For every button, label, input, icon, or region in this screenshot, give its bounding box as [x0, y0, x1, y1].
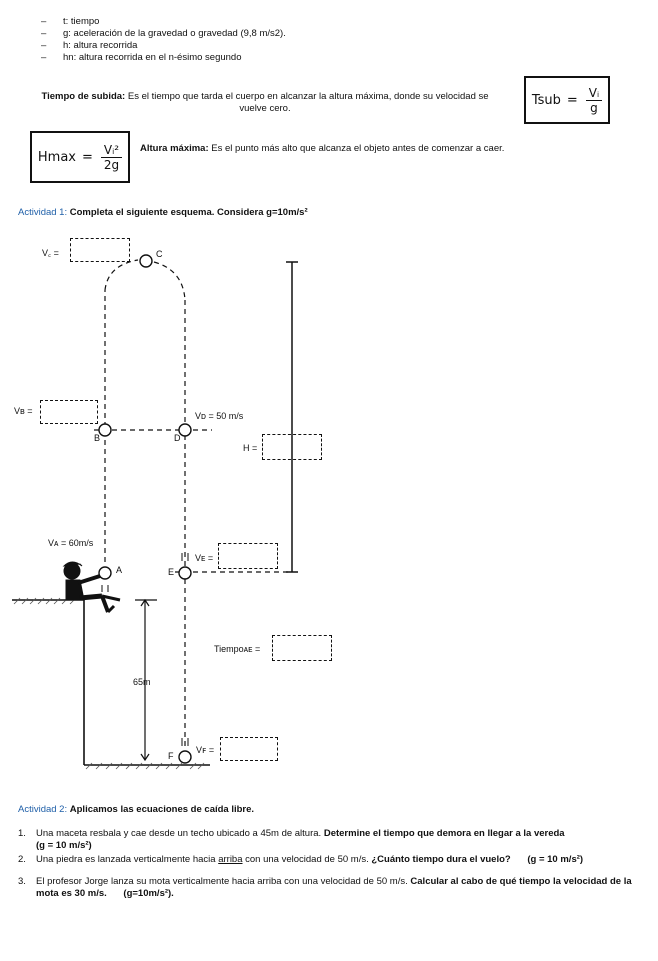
vd-label: Vᴅ = 50 m/s	[195, 411, 244, 421]
hmax-denominator: 2g	[103, 157, 120, 172]
vc-answer-box[interactable]	[70, 238, 130, 262]
descent-arc	[153, 261, 186, 301]
point-e-label: E	[168, 567, 175, 577]
h-label: H =	[243, 443, 258, 453]
altura-maxima-paragraph: Altura máxima: Es el punto más alto que …	[140, 143, 640, 155]
hmax-equals: =	[82, 149, 93, 165]
height-65m-label: 65m	[133, 677, 151, 687]
tsub-lhs: Tsub	[531, 92, 561, 108]
tsub-numerator: Vᵢ	[585, 86, 603, 101]
vf-answer-box[interactable]	[220, 737, 278, 761]
vc-label: V꜀ =	[42, 248, 59, 258]
definition-item: g: aceleración de la gravedad o gravedad…	[41, 28, 441, 40]
hmax-lhs: Hmax	[37, 149, 77, 165]
actividad1-heading: Actividad 1: Completa el siguiente esque…	[18, 207, 308, 219]
actividad2-item-2: 2. Una piedra es lanzada verticalmente h…	[18, 854, 584, 865]
point-b-circle	[98, 423, 112, 437]
tiempo-ae-answer-box[interactable]	[272, 635, 332, 661]
actividad2-list: 1. Una maceta resbala y cae desde un tec…	[18, 828, 638, 906]
tiempo-ae-label: Tiempoᴀᴇ =	[214, 644, 261, 654]
point-d-circle	[178, 423, 192, 437]
tiempo-subida-term: Tiempo de subida:	[41, 91, 126, 102]
altura-maxima-text: Es el punto más alto que alcanza el obje…	[211, 143, 505, 154]
point-f-label: F	[168, 751, 174, 761]
definition-item: h: altura recorrida	[41, 40, 441, 52]
point-f-circle	[178, 750, 192, 764]
tsub-denominator: g	[590, 100, 598, 115]
actividad2-item-1: 1. Una maceta resbala y cae desde un tec…	[18, 828, 565, 851]
actividad1-label: Actividad 1:	[18, 207, 68, 218]
definition-item: t: tiempo	[41, 16, 441, 28]
actividad2-title: Aplicamos las ecuaciones de caída libre.	[69, 804, 255, 815]
point-c-label: C	[156, 249, 163, 259]
altura-maxima-term: Altura máxima:	[140, 143, 209, 154]
vb-answer-box[interactable]	[40, 400, 98, 424]
point-a-label: A	[116, 565, 123, 575]
tsub-equals: =	[566, 92, 578, 108]
vf-label: Vꜰ =	[196, 745, 215, 755]
point-b-label: B	[94, 433, 101, 443]
point-c-circle	[139, 254, 153, 268]
tiempo-subida-text2: vuelve cero.	[239, 103, 291, 114]
free-fall-diagram	[12, 254, 298, 770]
hmax-formula-box: Hmax = Vᵢ² 2g	[30, 131, 130, 183]
tsub-formula-box: Tsub = Vᵢ g	[524, 76, 610, 124]
actividad2-item-3: 3. El profesor Jorge lanza su mota verti…	[18, 876, 632, 899]
tiempo-subida-paragraph: Tiempo de subida: Es el tiempo que tarda…	[30, 91, 500, 115]
tiempo-subida-text: Es el tiempo que tarda el cuerpo en alca…	[127, 91, 489, 102]
ascent-arc	[104, 259, 139, 291]
hmax-fraction: Vᵢ² 2g	[100, 143, 123, 172]
actividad2-heading: Actividad 2: Aplicamos las ecuaciones de…	[18, 804, 254, 816]
h-answer-box[interactable]	[262, 434, 322, 460]
actividad1-title: Completa el siguiente esquema. Considera…	[69, 207, 308, 218]
actividad2-label: Actividad 2:	[18, 804, 68, 815]
definition-item: hn: altura recorrida en el n-ésimo segun…	[41, 52, 441, 64]
point-e-circle	[178, 566, 192, 580]
person-figure	[62, 561, 121, 614]
point-a-circle	[98, 566, 112, 580]
vb-label: Vʙ =	[14, 406, 33, 416]
ve-label: Vᴇ =	[195, 553, 214, 563]
va-label: Vᴀ = 60m/s	[48, 538, 94, 548]
ve-answer-box[interactable]	[218, 543, 278, 569]
tsub-fraction: Vᵢ g	[585, 86, 603, 115]
hmax-numerator: Vᵢ²	[100, 143, 123, 158]
definitions-list: t: tiempo g: aceleración de la gravedad …	[41, 16, 441, 64]
point-d-label: D	[174, 433, 181, 443]
